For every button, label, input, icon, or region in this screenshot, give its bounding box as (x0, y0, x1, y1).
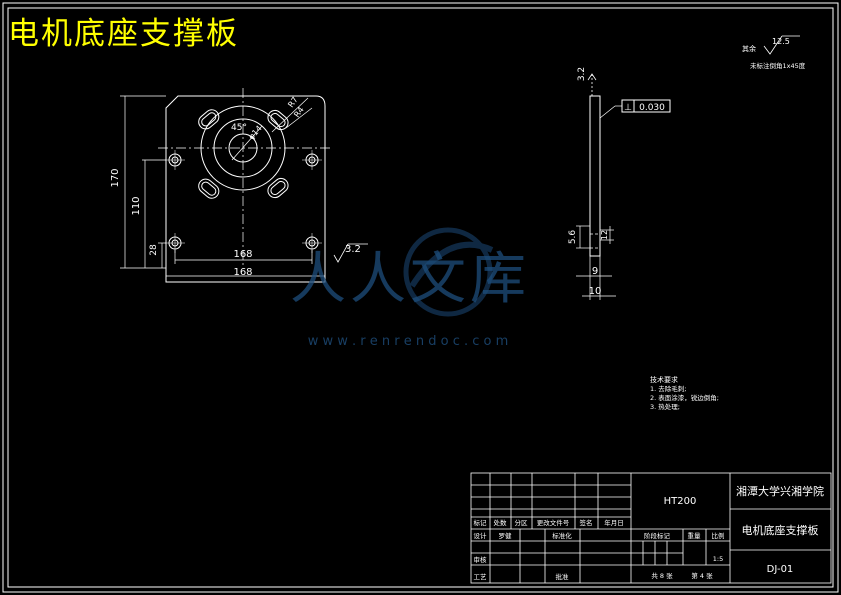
material-value: HT200 (664, 496, 697, 507)
dim-168-inner: 168 (233, 249, 252, 260)
part-name: 电机底座支撑板 (742, 523, 819, 537)
chamfer-note: 未标注倒角1x45度 (750, 61, 806, 70)
tech-requirement-2: 2. 表面涂漆，锐边倒角; (650, 393, 719, 402)
roughness-symbol-side (587, 73, 597, 96)
plate-outline (165, 95, 326, 283)
dim-45-angle: 45° (231, 123, 247, 133)
row-standardization: 标准化 (552, 531, 572, 540)
row-process-label: 工艺 (474, 573, 488, 581)
dim-28: 28 (149, 244, 159, 256)
header-count: 处数 (494, 518, 508, 527)
dim-110: 110 (131, 196, 142, 215)
watermark-logo (403, 227, 494, 317)
slot-bottom-left (198, 178, 220, 199)
dimension-lines (120, 95, 326, 282)
dim-10: 10 (589, 286, 602, 297)
mounting-hole-br (302, 233, 322, 253)
tech-requirement-3: 3. 热处理; (650, 402, 680, 411)
dim-170: 170 (110, 168, 121, 187)
side-dimension-lines (576, 105, 622, 300)
mounting-hole-tr (302, 150, 322, 170)
surface-rest-label: 其余 (742, 44, 756, 53)
school-name: 湘潭大学兴湘学院 (736, 484, 824, 498)
header-mark: 标记 (474, 518, 488, 527)
bolt-circle (213, 118, 273, 178)
row-design-name: 罗健 (499, 531, 513, 540)
plate-front-view (120, 88, 368, 283)
header-signature: 签名 (580, 518, 593, 527)
center-hole (228, 133, 258, 163)
outer-circle (200, 105, 286, 191)
surface-ra-value: 12.5 (772, 37, 790, 46)
dim-12: 12 (600, 230, 609, 240)
slot-top-right (267, 109, 289, 131)
inner-border (7, 7, 834, 588)
roughness-side-value: 3.2 (577, 67, 587, 81)
side-plate-outline (589, 95, 601, 257)
surface-note-symbol (763, 35, 800, 55)
dim-9: 9 (592, 266, 598, 277)
sheet-count: 共 8 张 (651, 571, 673, 580)
tech-requirement-1: 1. 去除毛刺; (650, 384, 686, 393)
roughness-symbol-plate (333, 243, 368, 263)
title-block (470, 472, 832, 584)
row-review-label: 审核 (474, 555, 488, 564)
drawing-title: 电机底座支撑板 (8, 16, 239, 52)
scale-value: 1:5 (713, 555, 723, 563)
dim-5-6: 5.6 (568, 230, 578, 245)
tolerance-value: 0.030 (639, 103, 665, 113)
mounting-hole-tl (165, 150, 185, 170)
slot-bottom-right (267, 177, 289, 199)
scale-label: 比例 (712, 531, 725, 540)
row-design-label: 设计 (474, 531, 488, 540)
tolerance-value-box (633, 99, 671, 113)
plate-side-view (576, 73, 671, 300)
header-date: 年月日 (604, 518, 624, 527)
watermark-text: 人人文库 (290, 247, 530, 312)
diameter-leader (231, 125, 263, 161)
roughness-plate-value: 3.2 (345, 244, 361, 255)
header-zone: 分区 (515, 518, 529, 527)
row-approve-label: 批准 (556, 572, 570, 581)
watermark-url: w w w . r e n r e n d o c . c o m (308, 334, 509, 349)
header-change-doc: 更改文件号 (537, 518, 570, 527)
weight-label: 重量 (688, 532, 702, 540)
stage-label: 阶段标记 (644, 531, 671, 540)
drawing-number: DJ-01 (767, 564, 794, 575)
slot-top-left (198, 109, 220, 130)
mounting-hole-bl (165, 233, 185, 253)
sheet-number: 第 4 张 (691, 571, 713, 580)
dim-168-outer: 168 (233, 267, 252, 278)
perpendicularity-symbol: ⊥ (624, 103, 632, 113)
tech-requirements-heading: 技术要求 (650, 375, 678, 384)
